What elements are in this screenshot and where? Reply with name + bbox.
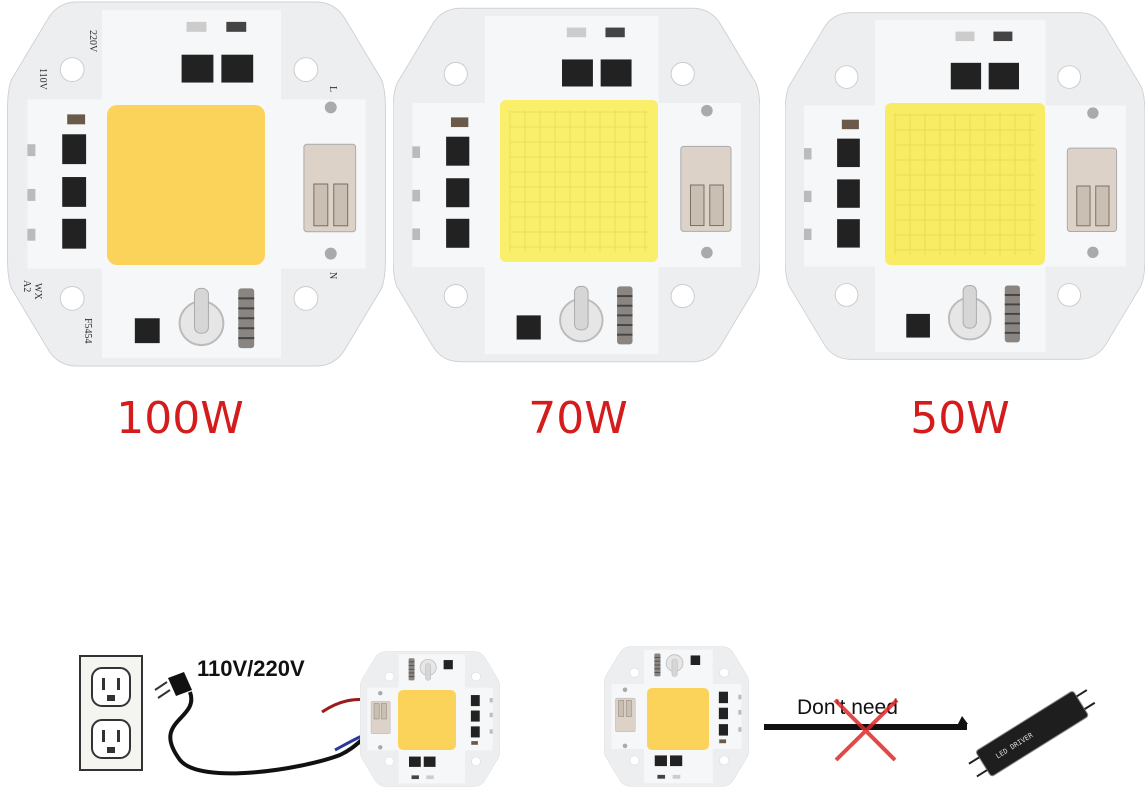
marking-model: F5454 [82,318,93,344]
marking-neutral: N [327,272,338,279]
cob-board-50w [785,11,1145,361]
led-panel-70w [500,100,658,262]
led-panel-50w [885,103,1045,265]
plug-cord-icon [154,672,374,776]
marking-live: L [327,86,338,92]
led-panel-100w [107,105,265,265]
cob-board-no-driver [604,646,749,787]
wattage-label-50w: 50W [910,393,1010,444]
voltage-label: 110V/220V [197,656,305,681]
cob-board-wired [360,651,500,787]
cob-board-100w: 220V 110V A2 WX F5454 L N [6,0,387,368]
marking-110v: 110V [37,68,48,91]
led-driver-icon: LED DRIVER [968,689,1096,778]
wall-outlet-icon [79,655,143,771]
wattage-label-70w: 70W [528,393,628,444]
cross-icon [833,698,899,762]
wattage-label-100w: 100W [116,393,244,444]
marking-a2: A2 [21,280,32,292]
cob-board-70w [393,7,760,363]
no-driver-label: Don't need [797,696,898,719]
marking-220v: 220V [87,30,98,53]
marking-wx: WX [32,283,43,300]
no-driver-arrow [764,716,968,730]
